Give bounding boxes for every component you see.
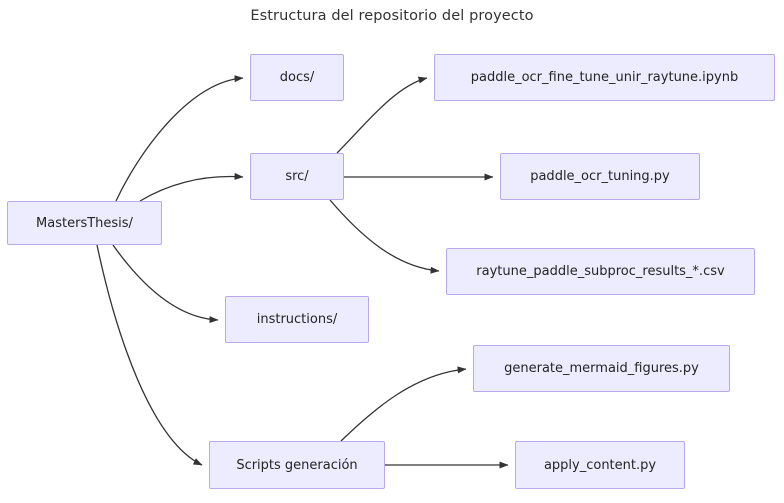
- node-label: paddle_ocr_fine_tune_unir_raytune.ipynb: [470, 70, 739, 85]
- node-docs[interactable]: docs/: [250, 54, 344, 101]
- page-title: Estructura del repositorio del proyecto: [250, 8, 534, 24]
- node-instructions[interactable]: instructions/: [225, 296, 369, 343]
- node-label: docs/: [279, 70, 315, 85]
- node-paddle-ocr-fine-tune-notebook[interactable]: paddle_ocr_fine_tune_unir_raytune.ipynb: [434, 54, 775, 101]
- edge-root-src: [139, 172, 244, 202]
- node-raytune-results-csv[interactable]: raytune_paddle_subproc_results_*.csv: [446, 248, 755, 295]
- node-label: generate_mermaid_figures.py: [504, 361, 699, 376]
- edge-src-results: [329, 199, 440, 274]
- node-label: MastersThesis/: [36, 215, 133, 231]
- node-label: paddle_ocr_tuning.py: [530, 169, 670, 184]
- node-label: raytune_paddle_subproc_results_*.csv: [476, 264, 725, 279]
- node-generate-mermaid-figures-py[interactable]: generate_mermaid_figures.py: [473, 345, 730, 392]
- edge-root-instructions: [112, 244, 219, 324]
- node-label: apply_content.py: [543, 457, 657, 473]
- edge-root-docs: [115, 75, 244, 202]
- node-scripts-generacion[interactable]: Scripts generación: [209, 441, 385, 489]
- edge-scripts-figures: [340, 366, 467, 442]
- edge-src-notebook: [336, 76, 428, 154]
- node-masters-thesis[interactable]: MastersThesis/: [7, 201, 162, 245]
- node-label: src/: [285, 169, 309, 184]
- node-label: instructions/: [256, 312, 338, 327]
- node-src[interactable]: src/: [250, 153, 344, 200]
- node-apply-content-py[interactable]: apply_content.py: [515, 441, 685, 489]
- node-paddle-ocr-tuning-py[interactable]: paddle_ocr_tuning.py: [500, 153, 700, 200]
- node-label: Scripts generación: [236, 457, 358, 473]
- edge-root-scripts: [96, 244, 203, 466]
